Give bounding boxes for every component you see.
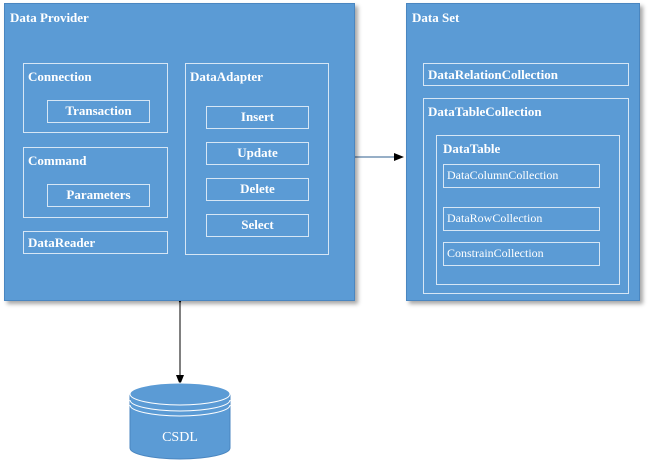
data-adapter-box: DataAdapter Insert Update Delete Select — [185, 63, 329, 255]
data-row-collection-box: DataRowCollection — [443, 207, 600, 231]
data-provider-title: Data Provider — [10, 10, 89, 25]
data-table-label: DataTable — [443, 141, 501, 156]
connection-box: Connection Transaction — [23, 63, 168, 133]
data-table-collection-label: DataTableCollection — [428, 104, 542, 119]
data-relation-collection-label: DataRelationCollection — [428, 67, 558, 82]
data-table-box: DataTable DataColumnCollection DataRowCo… — [436, 135, 620, 285]
data-reader-box: DataReader — [23, 231, 168, 254]
data-set-title: Data Set — [412, 10, 460, 25]
data-relation-collection-box: DataRelationCollection — [423, 63, 629, 86]
data-column-collection-box: DataColumnCollection — [443, 164, 600, 188]
transaction-box: Transaction — [47, 100, 150, 123]
database-cylinder-icon — [129, 382, 231, 460]
parameters-box: Parameters — [47, 184, 150, 207]
insert-box: Insert — [206, 106, 309, 129]
data-set-panel: Data Set DataRelationCollection DataTabl… — [406, 3, 640, 301]
select-box: Select — [206, 214, 309, 237]
connection-label: Connection — [28, 69, 92, 84]
data-table-collection-box: DataTableCollection DataTable DataColumn… — [423, 98, 629, 294]
delete-box: Delete — [206, 178, 309, 201]
csdl-label: CSDL — [162, 430, 198, 445]
command-label: Command — [28, 153, 87, 168]
data-reader-label: DataReader — [28, 235, 96, 250]
command-box: Command Parameters — [23, 147, 168, 218]
update-box: Update — [206, 142, 309, 165]
data-adapter-label: DataAdapter — [190, 69, 263, 84]
data-provider-panel: Data Provider Connection Transaction Com… — [4, 3, 355, 301]
constrain-collection-box: ConstrainCollection — [443, 242, 600, 266]
